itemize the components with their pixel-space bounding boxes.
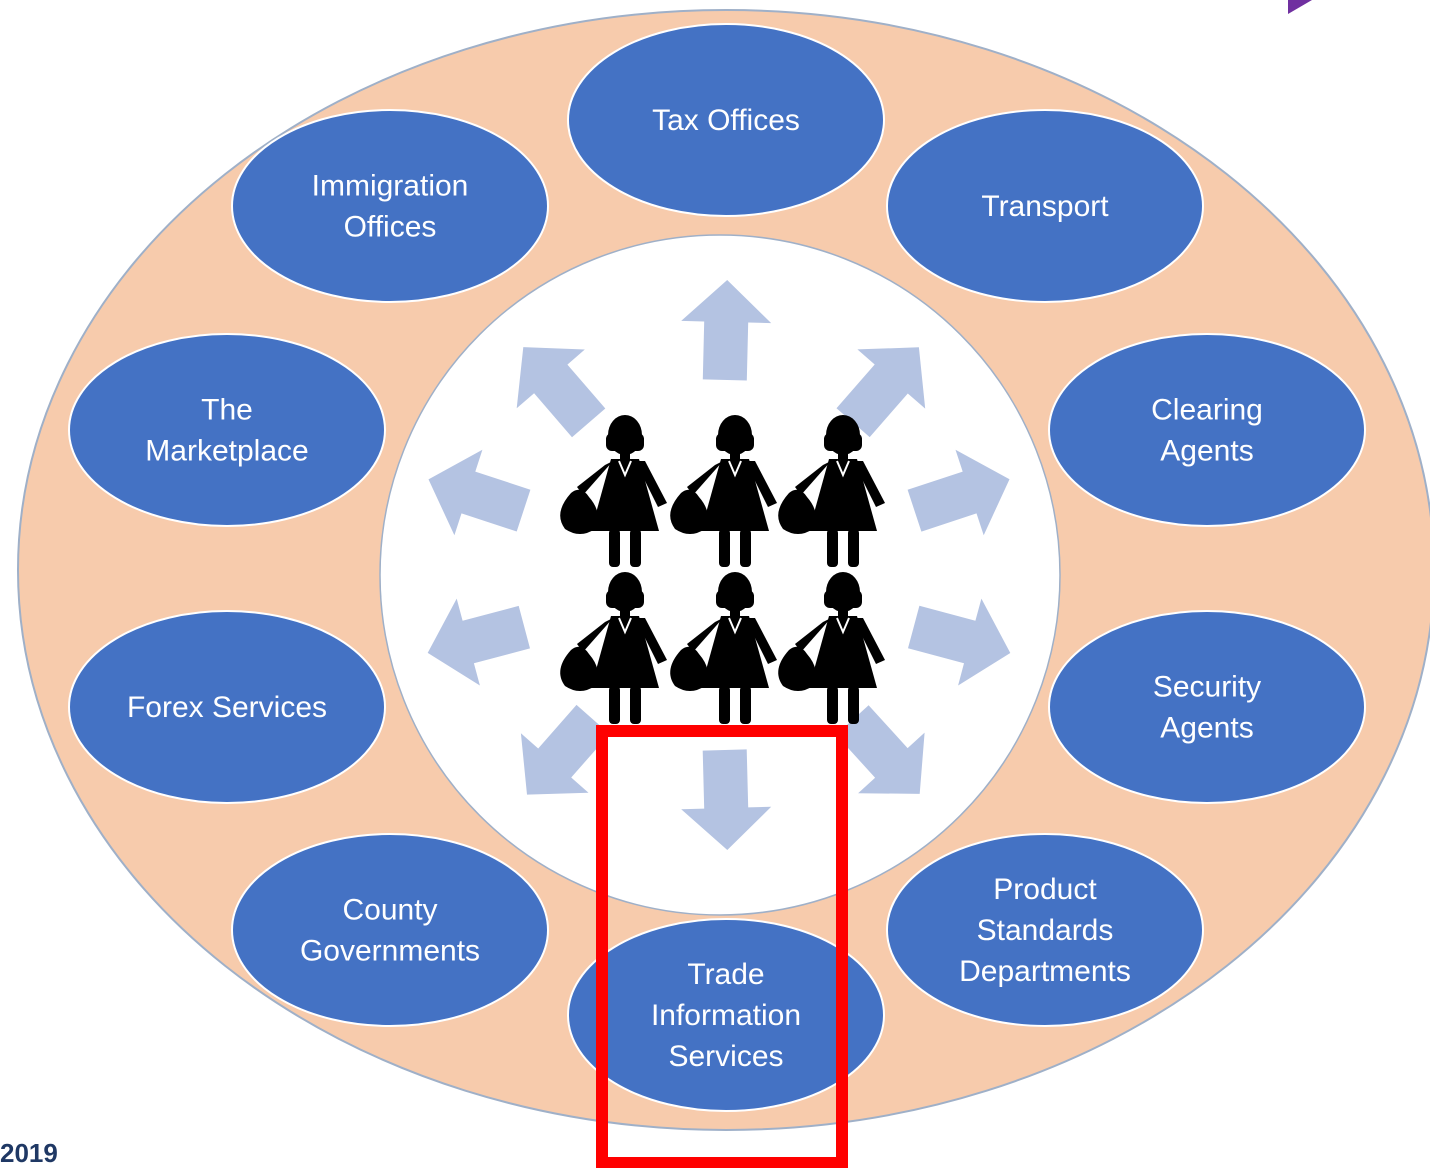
node-label-line: County xyxy=(342,894,437,927)
node-label-line: Immigration xyxy=(312,170,469,203)
node-label-line: Security xyxy=(1153,671,1261,704)
node-label: Transport xyxy=(981,190,1109,223)
node-label-line: Offices xyxy=(344,211,437,244)
node-ellipse xyxy=(1048,610,1366,804)
woman-with-bag-icon xyxy=(778,415,885,567)
arrow-icon xyxy=(428,449,531,536)
node-ellipse xyxy=(567,918,885,1112)
node-ellipse xyxy=(68,610,386,804)
arrow-icon xyxy=(427,598,530,686)
arrow-icon xyxy=(908,598,1011,686)
node-ellipse xyxy=(68,333,386,527)
node-label-line: Trade xyxy=(687,958,764,991)
node-ellipse xyxy=(231,833,549,1027)
node-label-line: The xyxy=(201,394,253,427)
node-label-line: Agents xyxy=(1160,712,1253,745)
node-label: Forex Services xyxy=(127,691,327,724)
arrow-icon xyxy=(681,280,772,381)
node-tax-offices: Tax Offices xyxy=(567,23,885,217)
node-label-line: Governments xyxy=(300,935,480,968)
arrow-icon xyxy=(836,705,925,794)
node-ellipse xyxy=(567,23,885,217)
node-forex-services: Forex Services xyxy=(68,610,386,804)
woman-with-bag-icon xyxy=(560,572,667,724)
highlight-box xyxy=(596,725,848,1168)
node-label-line: Services xyxy=(668,1040,783,1073)
arrow-icon xyxy=(516,347,606,438)
node-label: Tax Offices xyxy=(652,104,800,137)
node-label-line: Tax Offices xyxy=(652,104,800,137)
node-label-line: Product xyxy=(993,873,1097,906)
woman-with-bag-icon xyxy=(560,415,667,567)
node-ellipse xyxy=(1048,333,1366,527)
node-label-line: Clearing xyxy=(1151,394,1263,427)
node-label-line: Marketplace xyxy=(145,435,308,468)
node-label-line: Agents xyxy=(1160,435,1253,468)
node-label-line: Departments xyxy=(959,955,1131,988)
arrow-group xyxy=(427,280,1011,850)
trader-group xyxy=(560,415,885,724)
arrow-icon xyxy=(681,749,772,850)
year-label: 2019 xyxy=(0,1138,58,1168)
node-ellipse xyxy=(886,109,1204,303)
node-label-line: Standards xyxy=(977,914,1114,947)
node-ellipse xyxy=(231,109,549,303)
arrow-icon xyxy=(836,347,926,438)
node-ellipse xyxy=(886,833,1204,1027)
arrow-icon xyxy=(907,449,1010,536)
corner-accent xyxy=(1288,0,1312,14)
node-label-line: Information xyxy=(651,999,801,1032)
node-label-line: Transport xyxy=(981,190,1109,223)
woman-with-bag-icon xyxy=(670,415,777,567)
arrow-icon xyxy=(520,704,610,795)
woman-with-bag-icon xyxy=(670,572,777,724)
node-label-line: Forex Services xyxy=(127,691,327,724)
node-transport: Transport xyxy=(886,109,1204,303)
woman-with-bag-icon xyxy=(778,572,885,724)
